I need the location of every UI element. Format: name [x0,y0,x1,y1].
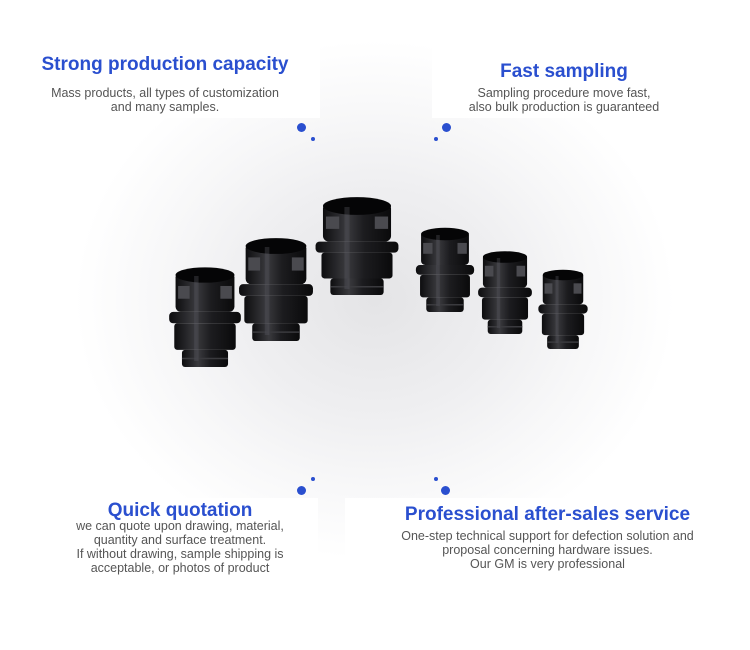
feature-title-sampling: Fast sampling [500,61,628,82]
decorative-dot-icon [311,477,315,481]
feature-title-production: Strong production capacity [41,54,289,75]
decorative-dot-icon [311,137,315,141]
feature-desc-production: Mass products, all types of customizatio… [40,86,290,114]
desc-line: Our GM is very professional [470,557,625,571]
feature-desc-quotation: we can quote upon drawing, material, qua… [55,519,305,575]
desc-line: Mass products, all types of customizatio… [51,86,279,100]
desc-line: Sampling procedure move fast, [477,86,651,100]
decorative-dot-icon [442,123,451,132]
decorative-dot-icon [434,137,438,141]
desc-line: quantity and surface treatment. [93,533,267,547]
decorative-dot-icon [434,477,438,481]
panel-top-right [432,0,750,118]
desc-line: If without drawing, sample shipping is [76,547,284,561]
connector-fitting [169,267,241,367]
connector-fitting [315,197,399,295]
panel-bottom-left [0,498,318,650]
panel-top-left [0,0,320,118]
desc-line: and many samples. [110,100,220,114]
connector-fitting [538,269,588,349]
feature-desc-sampling: Sampling procedure move fast, also bulk … [449,86,679,114]
decorative-dot-icon [441,486,450,495]
desc-line: proposal concerning hardware issues. [442,543,653,557]
connector-fitting [415,227,475,312]
feature-title-quotation: Quick quotation [107,500,253,521]
panel-bottom-right [345,498,750,650]
feature-desc-after-sales: One-step technical support for defection… [350,529,745,571]
decorative-dot-icon [297,123,306,132]
feature-title-after-sales: Professional after-sales service [404,504,691,525]
desc-line: One-step technical support for defection… [401,529,694,543]
desc-line: we can quote upon drawing, material, [76,519,284,533]
connector-fitting [239,238,313,341]
decorative-dot-icon [297,486,306,495]
desc-line: acceptable, or photos of product [90,561,270,575]
desc-line: also bulk production is guaranteed [468,100,660,114]
connector-fitting [478,251,532,334]
